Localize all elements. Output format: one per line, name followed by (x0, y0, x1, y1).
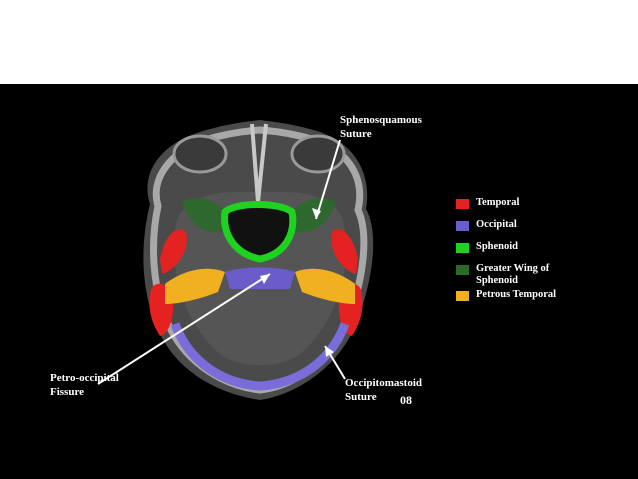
occipital-clivus (225, 267, 295, 289)
arrow-occipitomastoid-head (325, 346, 334, 357)
page-number: 08 (400, 393, 412, 407)
legend-label: Temporal (476, 197, 520, 208)
label-sphenosquamous-suture: Sphenosquamous Suture (340, 114, 422, 140)
greater-wing-left (182, 198, 225, 233)
legend-label: Petrous Temporal (476, 289, 557, 300)
ct-scan-image (97, 120, 374, 400)
petrous-right (295, 268, 355, 304)
arrow-petro-occipital-head (260, 274, 270, 284)
greater-wing-right (292, 198, 336, 233)
petrous-left (165, 268, 225, 304)
temporal-squamous-left (160, 229, 187, 274)
right-orbit (290, 134, 346, 174)
legend-swatch (456, 221, 469, 231)
label-occipitomastoid-suture: Occipitomastoid Suture (345, 377, 422, 403)
legend-item-occipital: Occipital (456, 218, 636, 240)
legend-item-petrous-temporal: Petrous Temporal (456, 288, 636, 310)
legend-swatch (456, 291, 469, 301)
color-legend: Temporal Occipital Sphenoid Greater Wing… (456, 196, 636, 310)
label-petro-occipital-fissure: Petro-occipital Fissure (50, 372, 119, 398)
skull-bone-rim (150, 126, 368, 394)
legend-label: Sphenoid (476, 241, 519, 252)
slide-panel: Sphenosquamous Suture Petro-occipital Fi… (0, 84, 638, 479)
arrow-sphenosquamous (315, 139, 341, 220)
legend-item-sphenoid: Sphenoid (456, 240, 636, 262)
legend-item-greater-wing: Greater Wing of Sphenoid (456, 262, 636, 288)
temporal-squamous-right (331, 229, 358, 274)
legend-swatch (456, 243, 469, 253)
arrow-petro-occipital (97, 273, 271, 385)
legend-label: Occipital (476, 219, 517, 230)
arrow-sphenosquamous-head (312, 208, 321, 219)
legend-swatch (456, 199, 469, 209)
legend-label: Greater Wing of Sphenoid (476, 263, 550, 286)
left-orbit (172, 134, 228, 174)
sphenoid-bone (221, 201, 297, 263)
legend-item-temporal: Temporal (456, 196, 636, 218)
legend-swatch (456, 265, 469, 275)
